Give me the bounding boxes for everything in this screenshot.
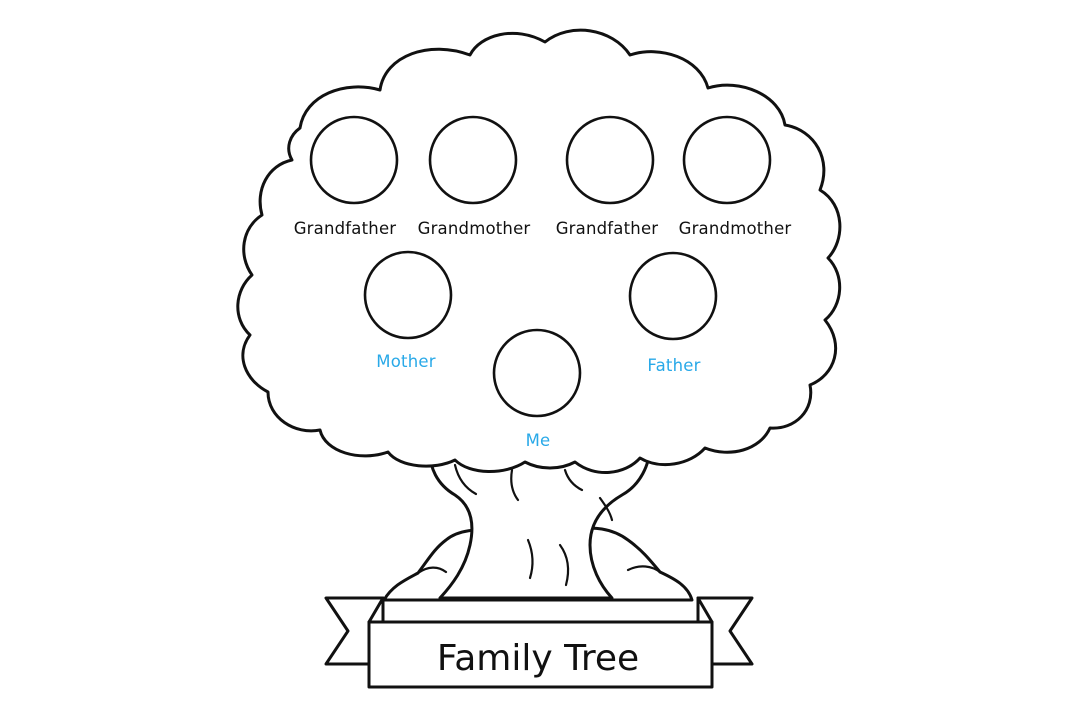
portrait-frame-mother xyxy=(363,250,453,340)
ribbon-banner xyxy=(367,620,714,689)
label-grandmother-1: Grandmother xyxy=(418,219,531,238)
portrait-frame-grandfather-1 xyxy=(309,115,399,205)
label-grandfather-1: Grandfather xyxy=(294,219,397,238)
portrait-frame-me xyxy=(492,328,582,418)
portrait-frame-grandfather-2 xyxy=(565,115,655,205)
label-mother: Mother xyxy=(376,352,435,371)
portrait-frame-grandmother-1 xyxy=(428,115,518,205)
trunk-detail-right xyxy=(563,468,614,522)
portrait-frame-grandmother-2 xyxy=(682,115,772,205)
label-grandmother-2: Grandmother xyxy=(679,219,792,238)
mound-detail xyxy=(416,565,662,575)
label-me: Me xyxy=(526,431,551,450)
trunk-detail-fold xyxy=(526,538,570,587)
trunk-detail-center xyxy=(510,468,520,502)
label-grandfather-2: Grandfather xyxy=(556,219,659,238)
portrait-frame-father xyxy=(628,251,718,341)
tree-trunk xyxy=(428,443,652,600)
diagram-title: Family Tree xyxy=(437,638,639,679)
trunk-detail-left xyxy=(453,463,478,496)
label-father: Father xyxy=(647,356,700,375)
